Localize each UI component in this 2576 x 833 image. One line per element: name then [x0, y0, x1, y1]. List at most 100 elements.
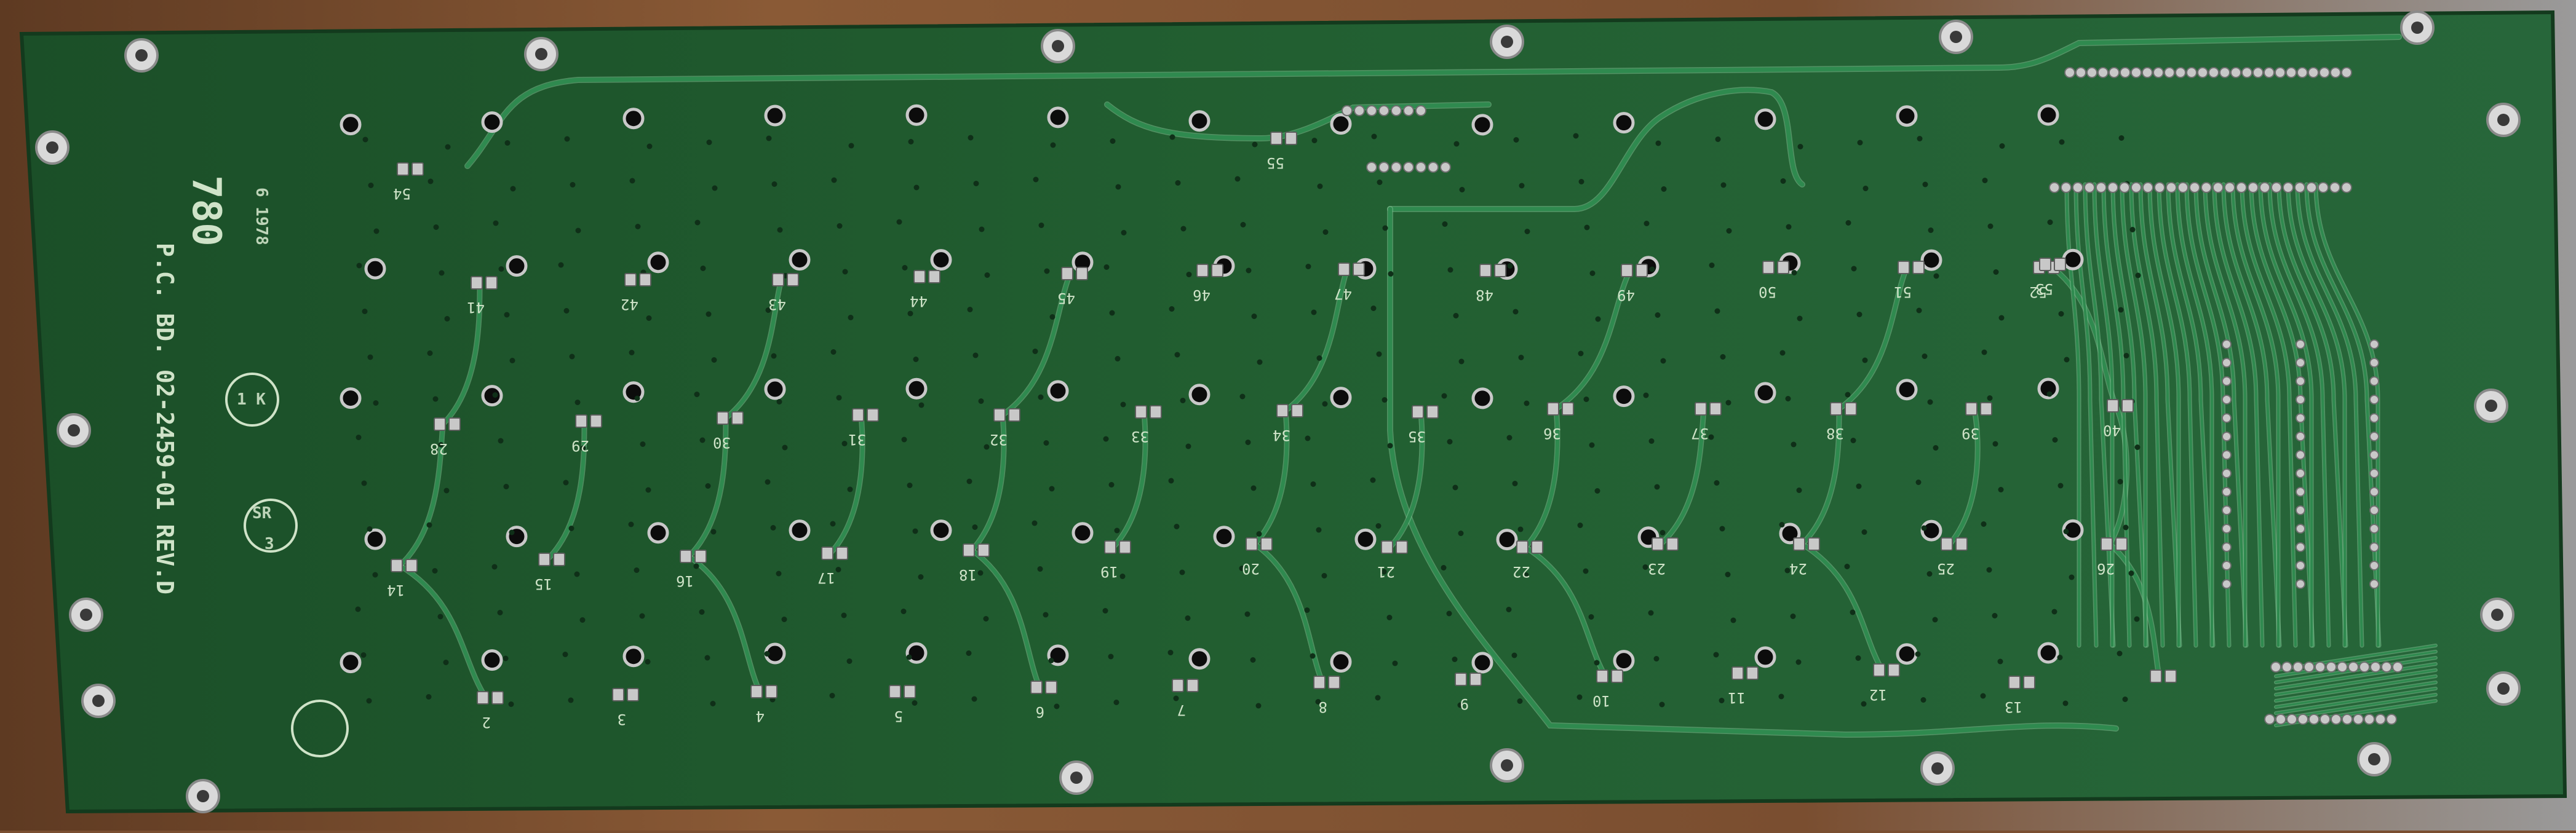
via — [427, 178, 434, 184]
via — [1851, 266, 1857, 272]
ic-pin — [2318, 182, 2329, 193]
via — [841, 441, 848, 446]
via — [1917, 136, 1923, 141]
key-number-label: 53 — [2035, 280, 2053, 298]
via — [1173, 695, 1179, 701]
trace — [970, 548, 1041, 689]
via — [1517, 526, 1524, 532]
trace — [2315, 183, 2379, 647]
via — [1251, 314, 1257, 319]
via — [1370, 477, 1376, 483]
key-solder-pad — [2121, 399, 2134, 413]
ic-pin — [2320, 714, 2331, 725]
key-number-label: 41 — [467, 299, 485, 316]
via — [2122, 697, 2128, 702]
key-solder-pad — [1276, 404, 1289, 417]
via — [848, 143, 854, 149]
ic-pin — [1403, 162, 1414, 173]
via — [1856, 312, 1862, 317]
trace — [2167, 183, 2214, 647]
key-solder-pad — [680, 550, 692, 563]
via — [1642, 564, 1648, 570]
via — [1246, 267, 1252, 274]
via — [432, 396, 439, 402]
key-solder-pad — [1455, 673, 1467, 686]
ic-pin — [2369, 376, 2379, 386]
switch-hole — [1071, 522, 1094, 544]
key-solder-pad — [1061, 267, 1073, 280]
ic-pin — [2296, 468, 2305, 478]
via — [841, 612, 847, 618]
ic-pin — [2306, 182, 2317, 193]
key-solder-pad — [1980, 402, 1992, 416]
ic-pin — [2166, 182, 2177, 193]
via — [1304, 607, 1310, 613]
via — [1980, 693, 1986, 699]
key-number-label: 28 — [430, 440, 448, 457]
trace — [2222, 183, 2281, 647]
trace — [2108, 404, 2129, 546]
trace — [1388, 410, 1425, 549]
ic-pin — [2222, 376, 2232, 386]
via — [372, 572, 378, 578]
through-holes — [340, 104, 2141, 709]
key-solder-pad — [1479, 264, 1492, 277]
via — [373, 228, 380, 234]
ic-pin — [2329, 182, 2340, 193]
via — [1185, 615, 1191, 621]
key-solder-pad — [391, 559, 403, 572]
via — [1648, 438, 1655, 444]
key-solder-pad — [1808, 537, 1820, 551]
via — [1513, 137, 1519, 143]
key-solder-pad — [1547, 402, 1559, 416]
via — [711, 357, 717, 363]
key-number-label: 47 — [1334, 285, 1352, 302]
via — [1048, 658, 1054, 663]
ic-pin — [2270, 661, 2281, 673]
via — [1922, 181, 1928, 188]
via — [1517, 698, 1523, 704]
ic-pin — [2153, 67, 2164, 78]
via — [1524, 400, 1530, 406]
via — [628, 521, 634, 527]
via — [1779, 522, 1785, 527]
via — [973, 181, 979, 186]
trace — [2287, 183, 2346, 647]
via — [776, 570, 782, 577]
ic-pin — [1391, 105, 1402, 116]
key-solder-pad — [731, 411, 744, 425]
screw-center — [1950, 31, 1962, 43]
ic-pin — [2222, 505, 2232, 515]
switch-hole — [789, 519, 811, 542]
via — [1240, 222, 1246, 227]
key-solder-pad — [1888, 663, 1900, 677]
ic-pin — [2222, 468, 2232, 478]
via — [569, 353, 575, 360]
ic-pin — [2296, 524, 2305, 534]
ic-pin — [1366, 105, 1377, 116]
via — [777, 227, 783, 233]
ic-pin — [2109, 67, 2120, 78]
ic-pin — [2186, 67, 2197, 78]
via — [1179, 569, 1185, 575]
key-solder-pad — [1611, 669, 1623, 683]
ic-pin — [2086, 67, 2097, 78]
via — [360, 652, 367, 658]
switch-hole — [930, 249, 952, 271]
via — [498, 266, 504, 272]
trace — [1253, 409, 1289, 546]
trace — [2213, 183, 2264, 647]
switch-hole — [2037, 104, 2059, 126]
ic-pin — [2296, 358, 2305, 368]
via — [1108, 482, 1115, 488]
key-solder-pad — [913, 270, 926, 283]
via — [966, 650, 972, 656]
via — [362, 136, 368, 143]
via — [509, 358, 515, 363]
via — [2051, 609, 2057, 615]
via — [978, 398, 984, 404]
key-solder-pad — [538, 553, 551, 566]
via — [492, 392, 498, 398]
ic-pin — [2369, 450, 2379, 460]
switch-hole — [1213, 526, 1235, 548]
